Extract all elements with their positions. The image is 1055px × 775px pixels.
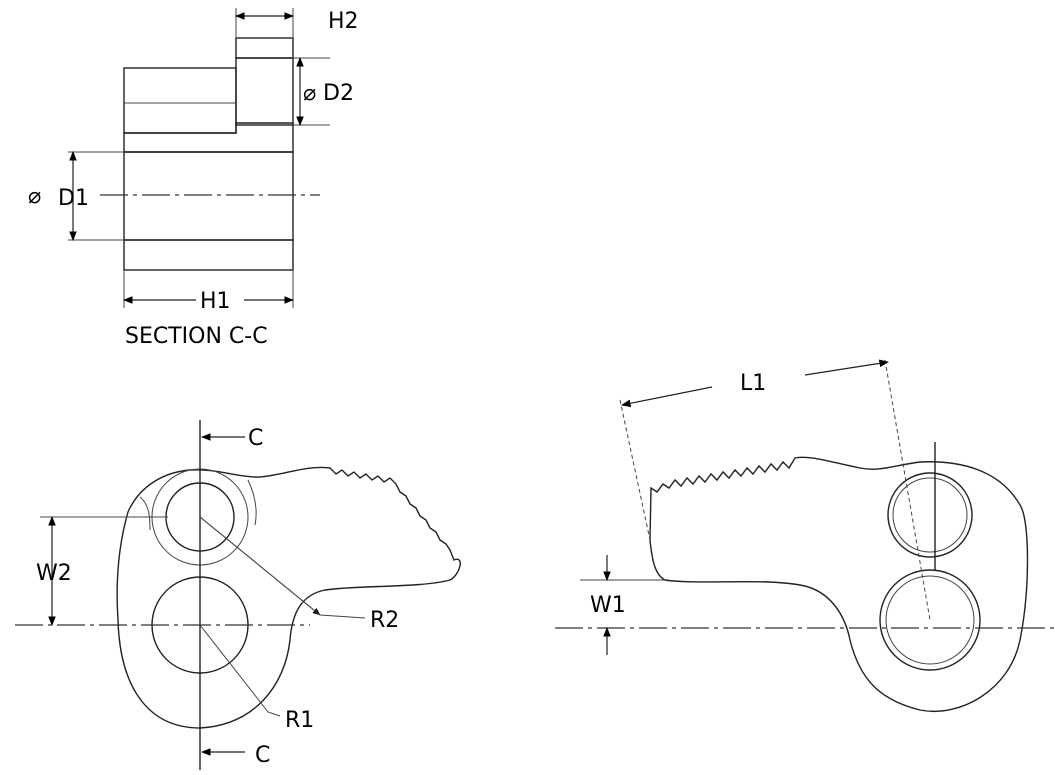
d1-label: D1	[58, 186, 89, 211]
l1-label: L1	[740, 371, 766, 396]
side-view: L1 W1	[555, 359, 1055, 712]
diameter-symbol: ⌀	[303, 81, 316, 106]
section-c-c-view: H2 ⌀ D2 ⌀ D1 H1 SECTION C-C	[28, 8, 359, 349]
h1-label: H1	[200, 289, 231, 314]
r2-label: R2	[370, 608, 399, 633]
cut-c-top-label: C	[248, 426, 263, 451]
section-title: SECTION C-C	[125, 324, 268, 349]
cut-c-bottom-label: C	[255, 743, 270, 768]
w1-label: W1	[590, 593, 626, 618]
r1-label: R1	[285, 708, 314, 733]
h2-label: H2	[328, 9, 359, 34]
d2-label: D2	[323, 81, 354, 106]
diameter-symbol: ⌀	[28, 184, 41, 209]
front-view: C C W2 R2 R1	[15, 420, 461, 770]
w2-label: W2	[36, 561, 72, 586]
